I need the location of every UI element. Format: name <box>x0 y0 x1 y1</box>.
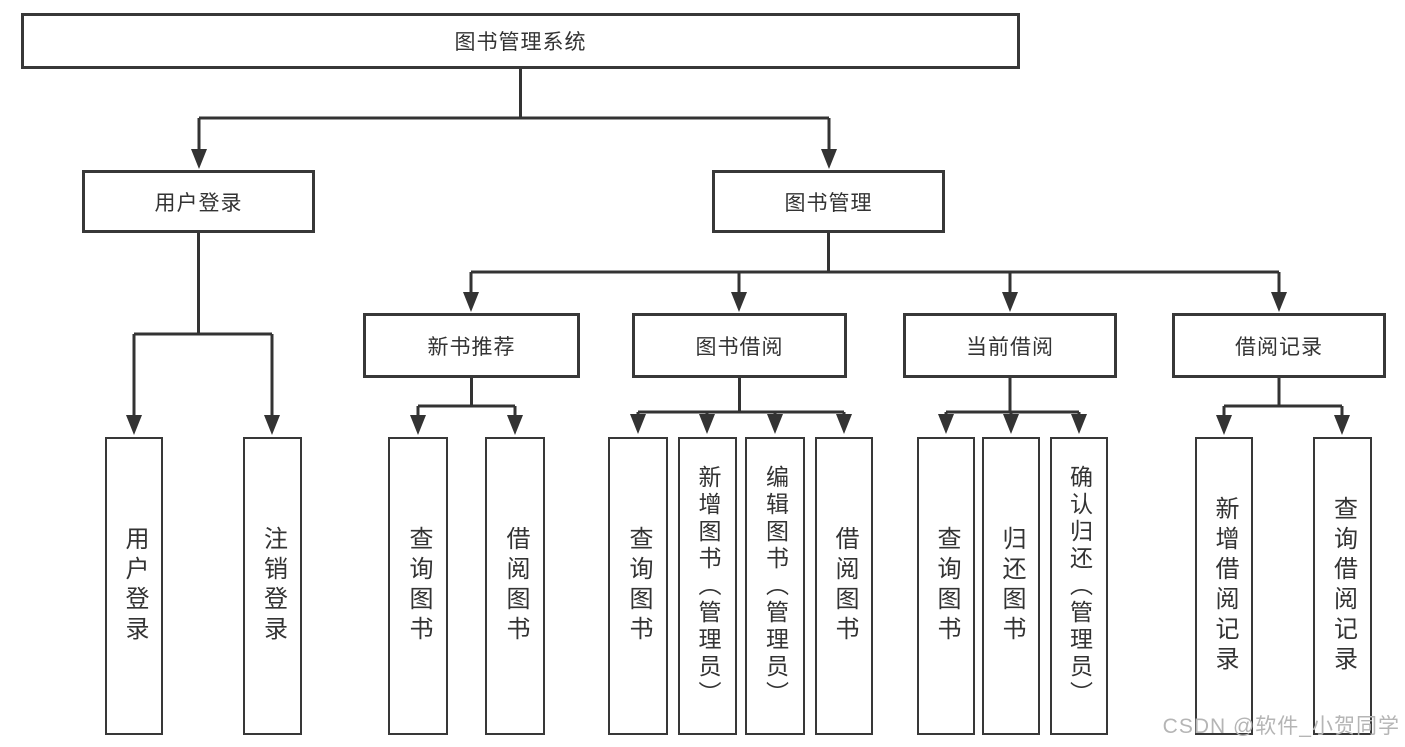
leaf-add-book-admin: 新增图书（管理员） <box>678 437 737 735</box>
node-book-management-system: 图书管理系统 <box>21 13 1020 69</box>
leaf-query-book-recommend: 查询图书 <box>388 437 448 735</box>
arrowheads <box>126 149 1350 435</box>
leaf-label: 借阅图书 <box>502 526 529 646</box>
leaf-label: 编辑图书（管理员） <box>762 464 789 708</box>
node-book-management: 图书管理 <box>712 170 945 233</box>
leaf-return-book: 归还图书 <box>982 437 1040 735</box>
leaf-borrow-book-recommend: 借阅图书 <box>485 437 545 735</box>
node-label: 图书管理系统 <box>454 31 587 54</box>
leaf-label: 新增借阅记录 <box>1211 496 1238 676</box>
node-borrow-record: 借阅记录 <box>1172 313 1386 378</box>
leaf-confirm-return-admin: 确认归还（管理员） <box>1050 437 1108 735</box>
leaf-label: 注销登录 <box>259 526 287 646</box>
leaf-user-login: 用户登录 <box>105 437 163 735</box>
csdn-watermark: CSDN @软件_小贺同学 <box>1162 715 1400 738</box>
leaf-label: 新增图书（管理员） <box>695 464 721 708</box>
node-label: 当前借阅 <box>966 335 1054 359</box>
leaf-label: 查询图书 <box>625 526 652 646</box>
node-new-book-recommend: 新书推荐 <box>363 313 580 378</box>
leaf-label: 确认归还（管理员） <box>1066 464 1093 708</box>
leaf-label: 归还图书 <box>998 526 1025 646</box>
node-user-login: 用户登录 <box>82 170 315 233</box>
leaf-label: 用户登录 <box>121 526 148 646</box>
leaf-label: 借阅图书 <box>831 526 858 646</box>
node-label: 借阅记录 <box>1235 335 1323 359</box>
node-book-borrow: 图书借阅 <box>632 313 847 378</box>
leaf-query-book-borrow: 查询图书 <box>608 437 668 735</box>
leaf-query-book-current: 查询图书 <box>917 437 975 735</box>
leaf-label: 查询图书 <box>405 526 432 646</box>
leaf-label: 查询图书 <box>933 526 960 646</box>
node-label: 图书借阅 <box>695 335 784 359</box>
leaf-add-borrow-record: 新增借阅记录 <box>1195 437 1253 735</box>
leaf-borrow-book: 借阅图书 <box>815 437 873 735</box>
node-label: 用户登录 <box>154 191 243 215</box>
node-label: 新书推荐 <box>427 335 516 359</box>
leaf-label: 查询借阅记录 <box>1329 496 1357 676</box>
leaf-logout-login: 注销登录 <box>243 437 302 735</box>
node-current-borrow: 当前借阅 <box>903 313 1117 378</box>
node-label: 图书管理 <box>784 191 873 215</box>
leaf-query-borrow-record: 查询借阅记录 <box>1313 437 1372 735</box>
leaf-edit-book-admin: 编辑图书（管理员） <box>745 437 805 735</box>
